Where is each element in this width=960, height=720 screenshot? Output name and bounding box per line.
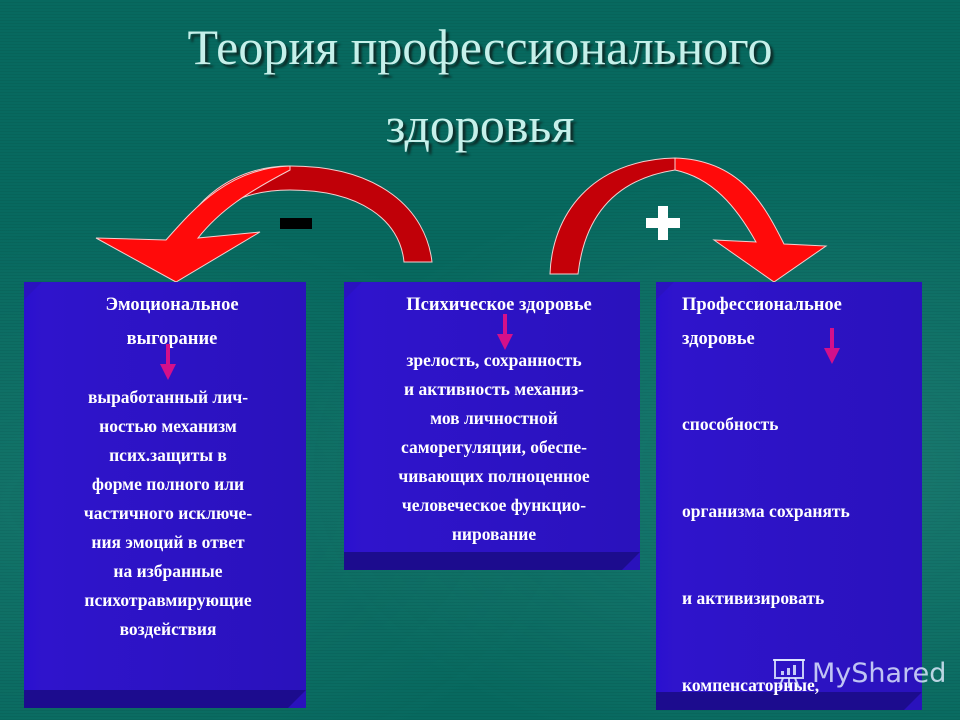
- title-line-2: здоровья: [385, 97, 575, 153]
- down-arrow-icon: [497, 314, 513, 350]
- mental-health-heading: Психическое здоровье: [406, 295, 592, 315]
- down-arrow-icon: [160, 344, 176, 380]
- mental-health-definition: зрелость, сохранность и активность механ…: [398, 350, 590, 544]
- mental-health-box: Психическое здоровье зрелость, сохраннос…: [344, 282, 640, 570]
- professional-health-heading: Профессиональное здоровье: [682, 295, 842, 349]
- professional-health-definition: способность организма сохранять и активи…: [682, 414, 850, 695]
- curved-arrow-right-icon: [549, 157, 828, 283]
- minus-sign-icon: [280, 218, 312, 229]
- emotional-burnout-heading: Эмоциональное выгорание: [105, 295, 239, 349]
- emotional-burnout-box: Эмоциональное выгорание выработанный лич…: [24, 282, 306, 708]
- slide-title: Теория профессионального здоровья: [0, 18, 960, 154]
- emotional-burnout-definition: выработанный лич- ностью механизм псих.з…: [83, 387, 253, 639]
- professional-health-box: Профессиональное здоровье способность ор…: [656, 282, 922, 710]
- watermark-text: MyShared: [812, 657, 947, 689]
- plus-sign-icon: [646, 206, 680, 240]
- watermark: MyShared: [772, 656, 946, 690]
- presentation-board-icon: [773, 659, 805, 689]
- title-line-1: Теория профессионального: [187, 19, 773, 75]
- curved-arrow-left-icon: [95, 165, 433, 283]
- down-arrow-icon: [824, 328, 840, 364]
